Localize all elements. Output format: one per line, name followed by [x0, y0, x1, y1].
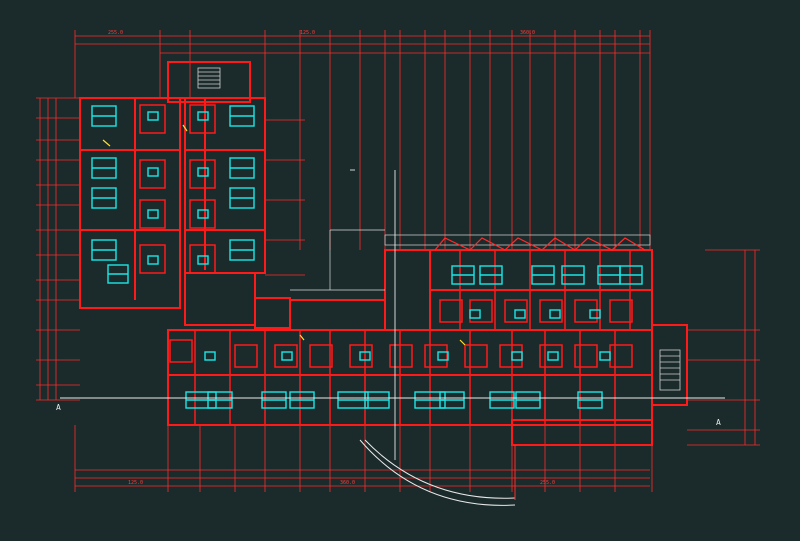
top-dimension-chain — [75, 35, 650, 54]
left-dimension-chain — [39, 98, 57, 400]
section-mark-right: A — [716, 418, 721, 427]
bathroom-block — [189, 104, 216, 134]
stair-upper — [197, 67, 221, 89]
bathroom-block — [609, 299, 633, 323]
bathroom-block — [274, 344, 298, 368]
tub-fixture — [511, 351, 523, 361]
bathroom-block — [189, 159, 216, 189]
bathroom-block — [439, 299, 463, 323]
tub-fixture — [147, 111, 159, 121]
room-partitions — [139, 104, 633, 425]
dim-label-top-3: 360.0 — [520, 30, 535, 36]
tub-fixture — [469, 309, 481, 319]
bathroom-block — [574, 344, 598, 368]
section-line — [60, 169, 725, 460]
bathroom-block — [309, 344, 333, 368]
bathroom-block — [574, 299, 598, 323]
sawtooth-balconies — [434, 237, 646, 251]
dimension-layer — [36, 30, 760, 492]
bathroom-block — [424, 344, 448, 368]
tub-fixture — [197, 209, 209, 219]
tub-fixture — [197, 255, 209, 265]
bathroom-block — [139, 159, 166, 189]
tub-fixture — [549, 309, 561, 319]
bathroom-block — [169, 339, 193, 363]
bathroom-block — [189, 199, 216, 229]
bathroom-block — [234, 344, 258, 368]
tub-fixture — [147, 255, 159, 265]
dim-label-top-1: 255.0 — [108, 30, 123, 36]
stair-right — [659, 349, 681, 391]
bathroom-block — [189, 244, 216, 274]
main-lower-block-walls — [167, 324, 688, 446]
tub-fixture — [437, 351, 449, 361]
top-dimension-labels: 255.0 125.0 360.0 — [108, 30, 535, 36]
tub-fixture — [197, 167, 209, 177]
right-dimension-chain — [705, 249, 760, 445]
tub-fixture — [281, 351, 293, 361]
bottom-dimension-labels: 125.0 360.0 255.0 — [128, 480, 555, 486]
dim-label-bottom-3: 255.0 — [540, 480, 555, 486]
lobby-walls — [184, 272, 385, 329]
dim-label-bottom-1: 125.0 — [128, 480, 143, 486]
fixture-layer — [91, 105, 643, 409]
upper-wing-walls — [79, 61, 266, 309]
tub-fixture — [359, 351, 371, 361]
section-mark-left: A — [56, 403, 61, 412]
entrance-canopy — [359, 439, 516, 506]
tub-fixture — [147, 209, 159, 219]
tub-fixture — [204, 351, 216, 361]
tub-fixture — [599, 351, 611, 361]
bathroom-block — [539, 299, 563, 323]
bathroom-block — [139, 199, 166, 229]
dim-label-bottom-2: 360.0 — [340, 480, 355, 486]
tub-fixture — [514, 309, 526, 319]
light-structure-lines — [290, 229, 651, 291]
bathroom-block — [139, 244, 166, 274]
bathroom-block — [389, 344, 413, 368]
bathroom-block — [464, 344, 488, 368]
tub-fixture — [147, 167, 159, 177]
bathroom-block — [504, 299, 528, 323]
bathroom-block — [349, 344, 373, 368]
tub-fixture — [197, 111, 209, 121]
bathroom-block — [539, 344, 563, 368]
tub-fixture — [589, 309, 601, 319]
bathroom-block — [139, 104, 166, 134]
tub-fixture — [547, 351, 559, 361]
bottom-dimension-chain — [75, 469, 650, 487]
section-marks: A A — [56, 403, 721, 427]
hatch-marks — [102, 124, 466, 346]
dim-label-top-2: 125.0 — [300, 30, 315, 36]
